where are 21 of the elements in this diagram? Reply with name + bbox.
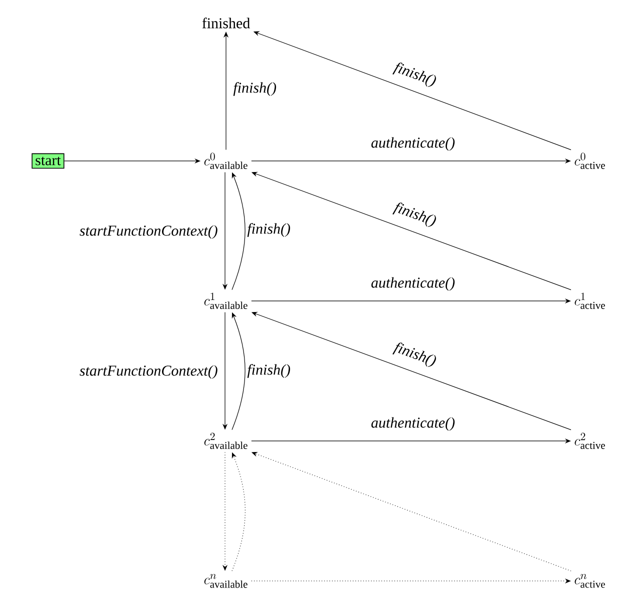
edge-label: authenticate(): [370, 416, 456, 432]
state-label: $c^n_{\mathrm{available}}$: [204, 574, 248, 588]
state-label: $c^2_{\mathrm{active}}$: [574, 432, 605, 449]
state-label: $c^0_{\mathrm{available}}$: [204, 152, 248, 170]
edge-label: finish(): [391, 340, 439, 370]
edge-label: startFunctionContext(): [78, 224, 219, 240]
edge-label: finish(): [232, 81, 278, 97]
state-label: $c^n_{\mathrm{active}}$: [574, 574, 605, 588]
start-box: start: [32, 153, 64, 169]
edge-label: finish(): [246, 222, 292, 238]
edge-label: startFunctionContext(): [78, 364, 219, 380]
edge-label: finish(): [391, 200, 439, 230]
state-label: finished: [202, 18, 250, 28]
edge-label: authenticate(): [370, 276, 456, 292]
edge-label: finish(): [246, 363, 292, 379]
edge-label: authenticate(): [370, 136, 456, 152]
state-label: $c^2_{\mathrm{available}}$: [204, 432, 248, 450]
state-label: $c^1_{\mathrm{available}}$: [204, 292, 248, 310]
edge-label: finish(): [391, 60, 439, 90]
state-label: $c^1_{\mathrm{active}}$: [574, 292, 605, 309]
state-label: $c^0_{\mathrm{active}}$: [574, 152, 605, 169]
